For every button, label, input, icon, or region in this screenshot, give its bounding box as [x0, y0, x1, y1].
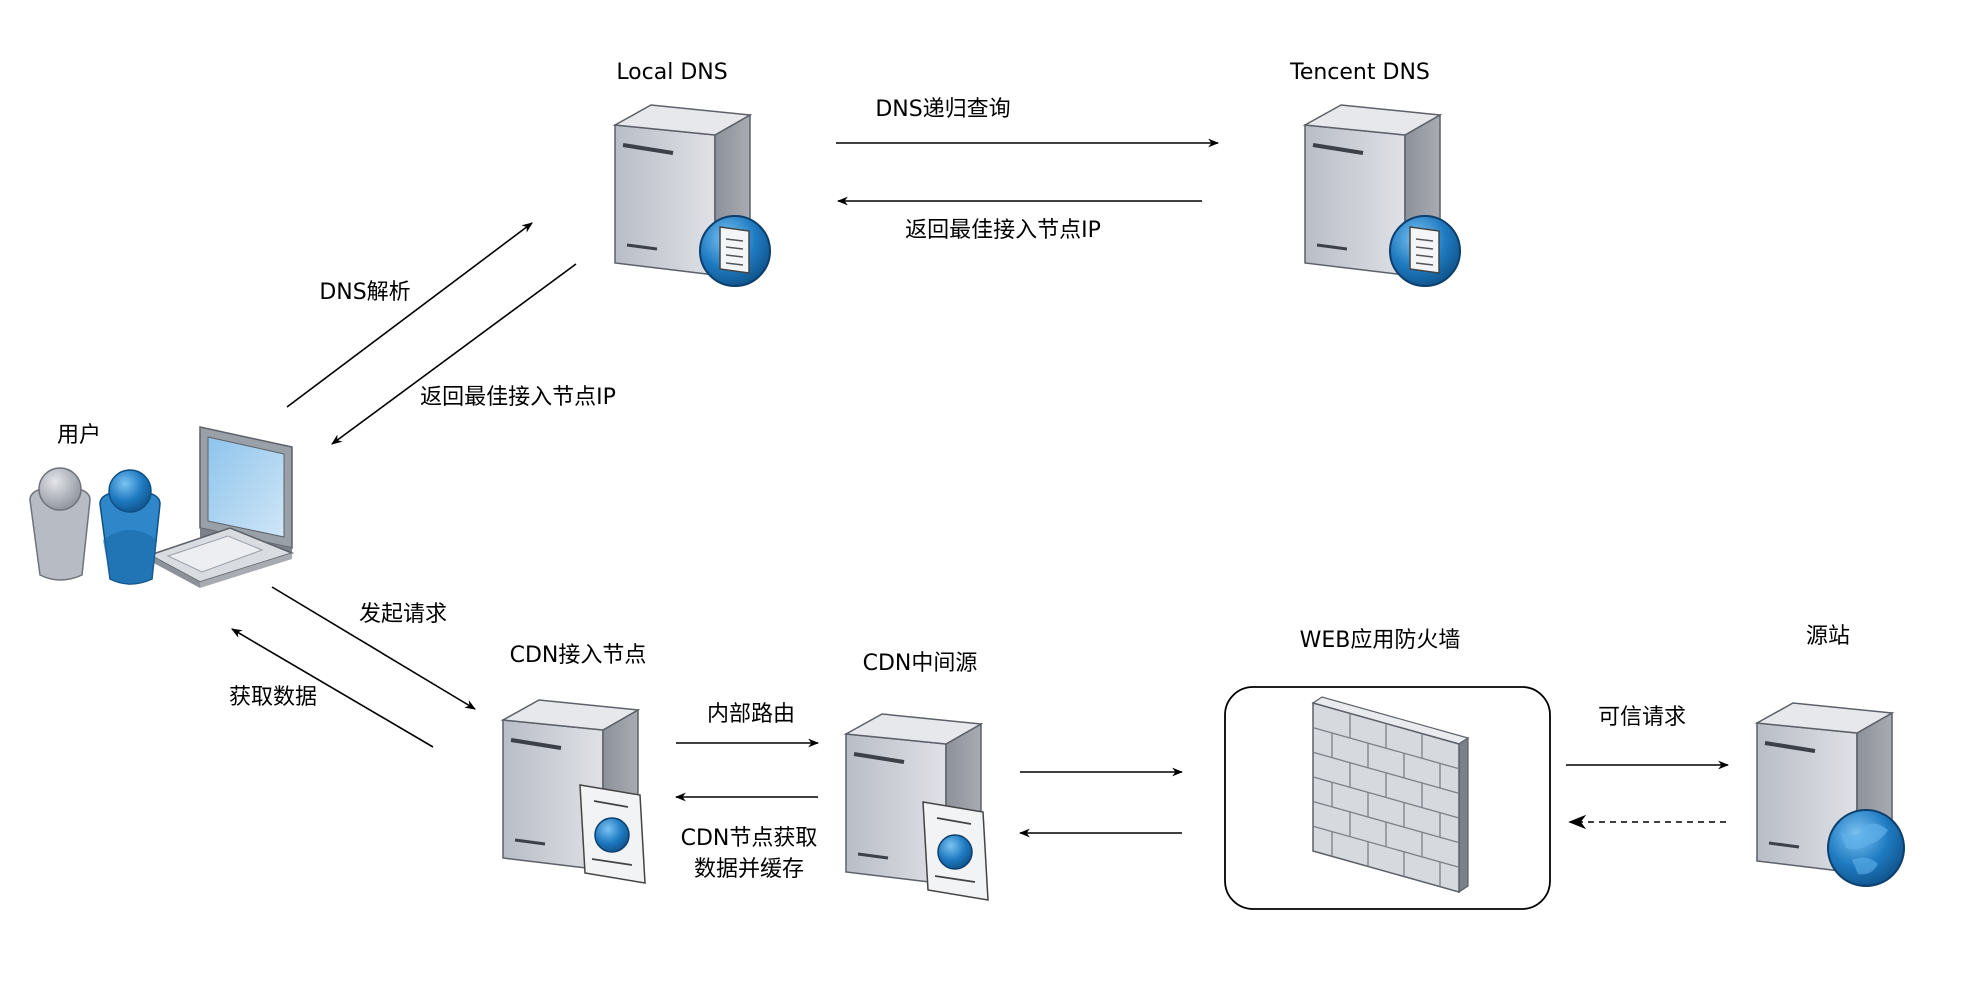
node-cdn-mid	[844, 712, 989, 901]
edge-user-to-localdns	[286, 222, 533, 408]
label-send-request: 发起请求	[359, 602, 447, 627]
label-cdn-edge: CDN接入节点	[510, 643, 647, 668]
node-waf	[1224, 686, 1551, 910]
label-cdn-mid: CDN中间源	[863, 651, 978, 676]
edge-localdns-to-user	[331, 263, 577, 445]
label-cdn-fetch-2: 数据并缓存	[694, 857, 804, 882]
edges	[231, 138, 1730, 838]
label-cdn-fetch-1: CDN节点获取	[681, 826, 818, 851]
edge-user-to-cdn-edge	[271, 586, 476, 710]
node-user	[29, 426, 295, 588]
users-laptop-icon	[29, 426, 295, 588]
edge-cdn-edge-to-user	[231, 628, 434, 748]
labels: Local DNS Tencent DNS 用户 CDN接入节点 CDN中间源 …	[57, 60, 1850, 882]
firewall-icon	[1311, 696, 1470, 894]
label-return-ip-top: 返回最佳接入节点IP	[905, 218, 1101, 243]
label-origin: 源站	[1806, 624, 1850, 649]
web-server-icon	[579, 784, 646, 884]
globe-server-icon	[1827, 809, 1905, 887]
label-waf: WEB应用防火墙	[1300, 628, 1461, 653]
label-internal-route: 内部路由	[707, 702, 795, 727]
label-get-data: 获取数据	[229, 685, 317, 710]
label-tencent-dns: Tencent DNS	[1289, 60, 1430, 85]
label-user: 用户	[57, 423, 101, 448]
label-dns-recursive: DNS递归查询	[875, 97, 1010, 122]
dns-server-icon	[1389, 215, 1461, 287]
node-cdn-edge	[501, 698, 646, 884]
dns-server-icon	[699, 215, 771, 287]
label-trusted-request: 可信请求	[1598, 705, 1686, 730]
web-server-icon	[922, 801, 989, 901]
label-dns-resolve: DNS解析	[319, 280, 410, 305]
node-tencent-dns	[1303, 103, 1461, 287]
label-local-dns: Local DNS	[616, 60, 727, 85]
node-local-dns	[613, 103, 771, 287]
label-return-ip-left: 返回最佳接入节点IP	[420, 385, 616, 410]
node-origin	[1755, 701, 1905, 887]
